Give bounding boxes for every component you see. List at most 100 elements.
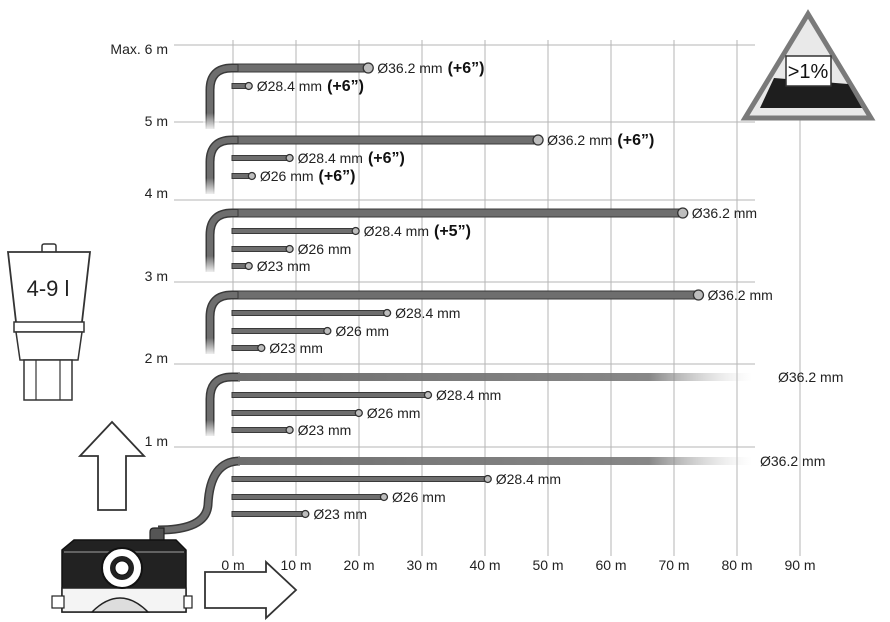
pipe-bar (231, 427, 291, 433)
x-axis: 0 m 10 m 20 m 30 m 40 m 50 m 60 m 70 m 80 m 90 m (221, 557, 815, 573)
pipe-end-cap (285, 153, 294, 163)
pipe-bar-main (237, 208, 684, 218)
pipe-diameter-label: Ø36.2 mm (377, 60, 442, 76)
pipe-bar (231, 345, 262, 351)
pipe-diameter-label: Ø36.2 mm (547, 132, 612, 148)
pipe-tier: Ø36.2 mm Ø28.4 mm Ø26 mm Ø23 mm (157, 453, 825, 535)
pipe-end-cap (351, 226, 360, 236)
pipe-diameter-label: Ø23 mm (269, 340, 323, 356)
pipe-bar (231, 410, 360, 416)
pipe-end-cap (382, 308, 392, 318)
pipe-tier: Ø36.2 mm (+6”) Ø28.4 mm (+6”) Ø26 mm (+6”) (203, 132, 654, 196)
pipe-end-cap (323, 326, 332, 336)
y-tick-label: 4 m (145, 185, 168, 201)
pipe-end-cap (285, 425, 294, 435)
pipe-end-cap (532, 134, 544, 146)
pipe-end-cap (483, 474, 492, 484)
x-tick-label: 10 m (280, 557, 311, 573)
pipe-bar-main (238, 373, 752, 381)
pipe-extra-label: (+6”) (448, 60, 485, 77)
pipe-bar (231, 328, 328, 334)
pipe-diameter-label: Ø36.2 mm (778, 369, 843, 385)
pipe-diameter-label: Ø23 mm (298, 422, 352, 438)
pipe-tier: Ø36.2 mm Ø28.4 mm Ø26 mm Ø23 mm (203, 287, 773, 356)
pipe-groups: Ø36.2 mm(+6”)Ø28.4 mm(+6”)Ø36.2 mm(+6”)Ø… (157, 60, 843, 535)
pipe-diameter-label: Ø28.4 mm (496, 471, 561, 487)
pipe-diameter-label: Ø26 mm (298, 241, 352, 257)
pipe-diameter-label: Ø26 mm (335, 323, 389, 339)
x-tick-label: 40 m (469, 557, 500, 573)
x-tick-label: 60 m (595, 557, 626, 573)
y-tick-label: 5 m (145, 113, 168, 129)
toilet-tank-icon: 4-9 l (6, 243, 92, 401)
pipe-extra-label: (+6”) (319, 168, 356, 185)
pipe-extra-label: (+6”) (327, 78, 364, 95)
pipe-extra-label: (+6”) (617, 132, 654, 149)
pipe-diameter-label: Ø23 mm (313, 506, 367, 522)
pipe-diameter-label: Ø26 mm (392, 489, 446, 505)
y-tick-label: 1 m (145, 433, 168, 449)
slope-label-box (785, 55, 832, 87)
y-tick-label: 3 m (145, 268, 168, 284)
pipe-end-cap (285, 244, 294, 254)
pipe-end-cap (692, 289, 705, 301)
pipe-extra-label: (+6”) (368, 150, 405, 167)
pipe-tier: Ø36.2 mm (+6”) Ø28.4 mm (+6”) (203, 60, 485, 131)
x-tick-label: 0 m (221, 557, 244, 573)
pipe-diameter-label: Ø26 mm (260, 168, 314, 184)
pipe-bar (231, 392, 429, 398)
x-tick-label: 80 m (721, 557, 752, 573)
pipe-diameter-label: Ø26 mm (367, 405, 421, 421)
x-tick-label: 90 m (784, 557, 815, 573)
arrow-up-icon (77, 420, 147, 511)
pipe-bar (231, 228, 357, 234)
pipe-end-cap (423, 390, 433, 400)
pipe-bar (231, 494, 385, 500)
pipe-diameter-label: Ø28.4 mm (436, 387, 501, 403)
pipe-bar (231, 155, 291, 161)
pipe-end-cap (677, 207, 689, 219)
y-tick-label: Max. 6 m (110, 41, 168, 57)
x-tick-label: 30 m (406, 557, 437, 573)
pipe-end-cap (354, 408, 363, 418)
riser-fade (203, 316, 219, 356)
riser-fade (203, 156, 219, 196)
pipe-bar (231, 310, 388, 316)
pipe-diameter-label: Ø36.2 mm (760, 453, 825, 469)
y-axis: Max. 6 m 5 m 4 m 3 m 2 m 1 m (110, 41, 168, 449)
riser-fade (203, 398, 219, 438)
pipe-tier: Ø36.2 mm Ø28.4 mm Ø26 mm Ø23 mm (203, 369, 843, 438)
pipe-diameter-label: Ø36.2 mm (692, 205, 757, 221)
riser-fade (203, 234, 219, 274)
riser-fade (203, 91, 219, 131)
x-tick-label: 20 m (343, 557, 374, 573)
pipe-diameter-label: Ø28.4 mm (364, 223, 429, 239)
pipe-end-cap (244, 81, 253, 91)
pipe-bar-main (237, 290, 699, 300)
pipe-end-cap (362, 62, 374, 74)
pipe-end-cap (257, 343, 266, 353)
slope-warning-icon: >1% (740, 9, 876, 121)
pump-outlet-pipe-fill (157, 458, 241, 533)
x-tick-label: 70 m (658, 557, 689, 573)
pipe-end-cap (244, 261, 253, 271)
pipe-bar (231, 246, 291, 252)
pipe-end-cap (247, 171, 257, 181)
pipe-diameter-label: Ø28.4 mm (298, 150, 363, 166)
slope-label: >1% (788, 61, 829, 83)
pipe-diameter-label: Ø28.4 mm (257, 78, 322, 94)
pipe-extra-label: (+5”) (434, 223, 471, 240)
tank-volume-label: 4-9 l (27, 276, 70, 301)
pipe-diameter-label: Ø23 mm (257, 258, 311, 274)
pipe-bar-main (237, 135, 539, 145)
pipe-diameter-label: Ø28.4 mm (395, 305, 460, 321)
pipe-bar (231, 476, 489, 482)
arrow-right-icon (204, 559, 298, 621)
x-tick-label: 50 m (532, 557, 563, 573)
pipe-diameter-label: Ø36.2 mm (707, 287, 772, 303)
pipe-bar-main (237, 63, 369, 73)
pipe-bar-main (238, 457, 752, 465)
